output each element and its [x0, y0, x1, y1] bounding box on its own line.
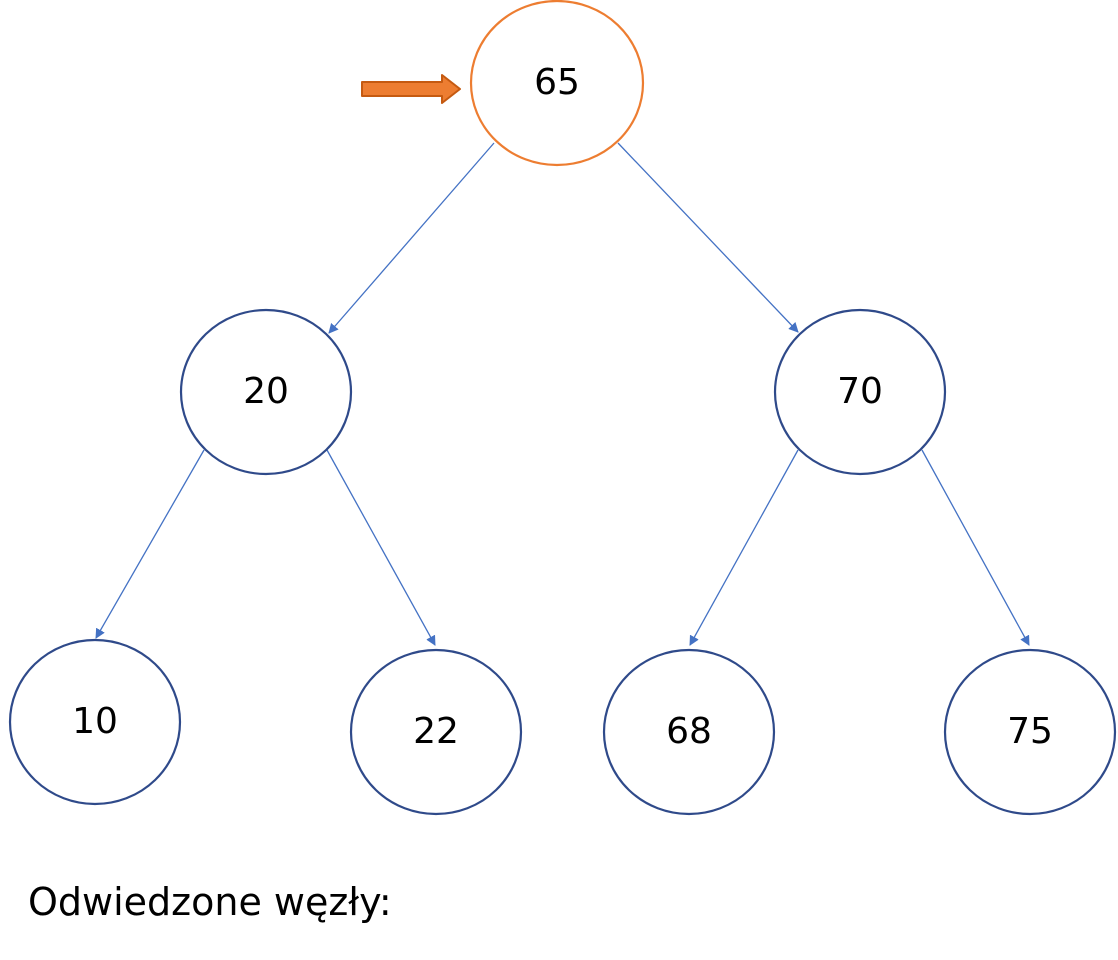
node-label: 70	[837, 371, 883, 412]
edge-70-68	[689, 449, 799, 646]
edge-65-70	[617, 142, 799, 333]
tree-node-10: 10	[8, 638, 182, 806]
node-circle	[469, 0, 645, 167]
edges-layer	[95, 142, 1030, 646]
tree-node-68: 68	[602, 648, 776, 816]
node-label: 75	[1007, 711, 1053, 752]
visited-nodes-label: Odwiedzone węzły:	[28, 880, 392, 924]
edge-70-75	[921, 449, 1030, 646]
node-circle	[602, 648, 776, 816]
edge-65-20	[328, 142, 495, 334]
tree-node-22: 22	[349, 648, 523, 816]
node-label: 68	[666, 711, 712, 752]
tree-node-75: 75	[943, 648, 1117, 816]
node-label: 10	[72, 701, 118, 742]
tree-node-70: 70	[773, 308, 947, 476]
node-label: 20	[243, 371, 289, 412]
edge-20-22	[326, 449, 436, 646]
tree-node-65: 65	[469, 0, 645, 167]
node-label: 65	[534, 62, 580, 103]
node-circle	[8, 638, 182, 806]
pointer-arrow-icon	[361, 74, 461, 104]
node-circle	[943, 648, 1117, 816]
node-circle	[349, 648, 523, 816]
tree-node-20: 20	[179, 308, 353, 476]
node-circle	[179, 308, 353, 476]
edge-20-10	[95, 449, 205, 639]
node-circle	[773, 308, 947, 476]
node-label: 22	[413, 711, 459, 752]
